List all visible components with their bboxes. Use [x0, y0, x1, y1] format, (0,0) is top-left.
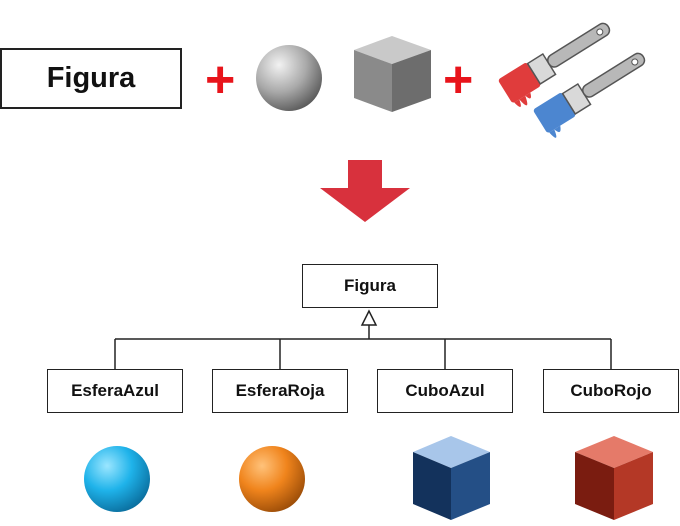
- parent-class-label: Figura: [344, 276, 396, 295]
- figura-class-box-top: Figura: [0, 48, 182, 109]
- class-box-cubo-azul: CuboAzul: [377, 369, 513, 413]
- plus-sign-2: +: [443, 51, 474, 109]
- orange-sphere-icon: [239, 446, 305, 512]
- plus-sign-1: +: [205, 51, 236, 109]
- inheritance-connectors: [114, 325, 612, 369]
- class-box-esfera-roja: EsferaRoja: [212, 369, 348, 413]
- paint-brushes-icon: [498, 22, 646, 138]
- inheritance-arrowhead-icon: [360, 309, 378, 326]
- child-class-label: EsferaRoja: [235, 381, 325, 400]
- red-cube-icon: [575, 436, 653, 520]
- child-class-label: CuboAzul: [405, 381, 485, 400]
- down-arrow-icon: [320, 160, 410, 222]
- child-class-label: EsferaAzul: [71, 381, 159, 400]
- gray-sphere-icon: [256, 45, 322, 111]
- blue-cube-icon: [413, 436, 490, 520]
- class-box-esfera-azul: EsferaAzul: [47, 369, 183, 413]
- blue-sphere-icon: [84, 446, 150, 512]
- class-box-cubo-rojo: CuboRojo: [543, 369, 679, 413]
- figura-parent-class-box: Figura: [302, 264, 438, 308]
- figura-label-top: Figura: [46, 62, 136, 94]
- child-class-label: CuboRojo: [570, 381, 652, 400]
- gray-cube-icon: [354, 36, 431, 112]
